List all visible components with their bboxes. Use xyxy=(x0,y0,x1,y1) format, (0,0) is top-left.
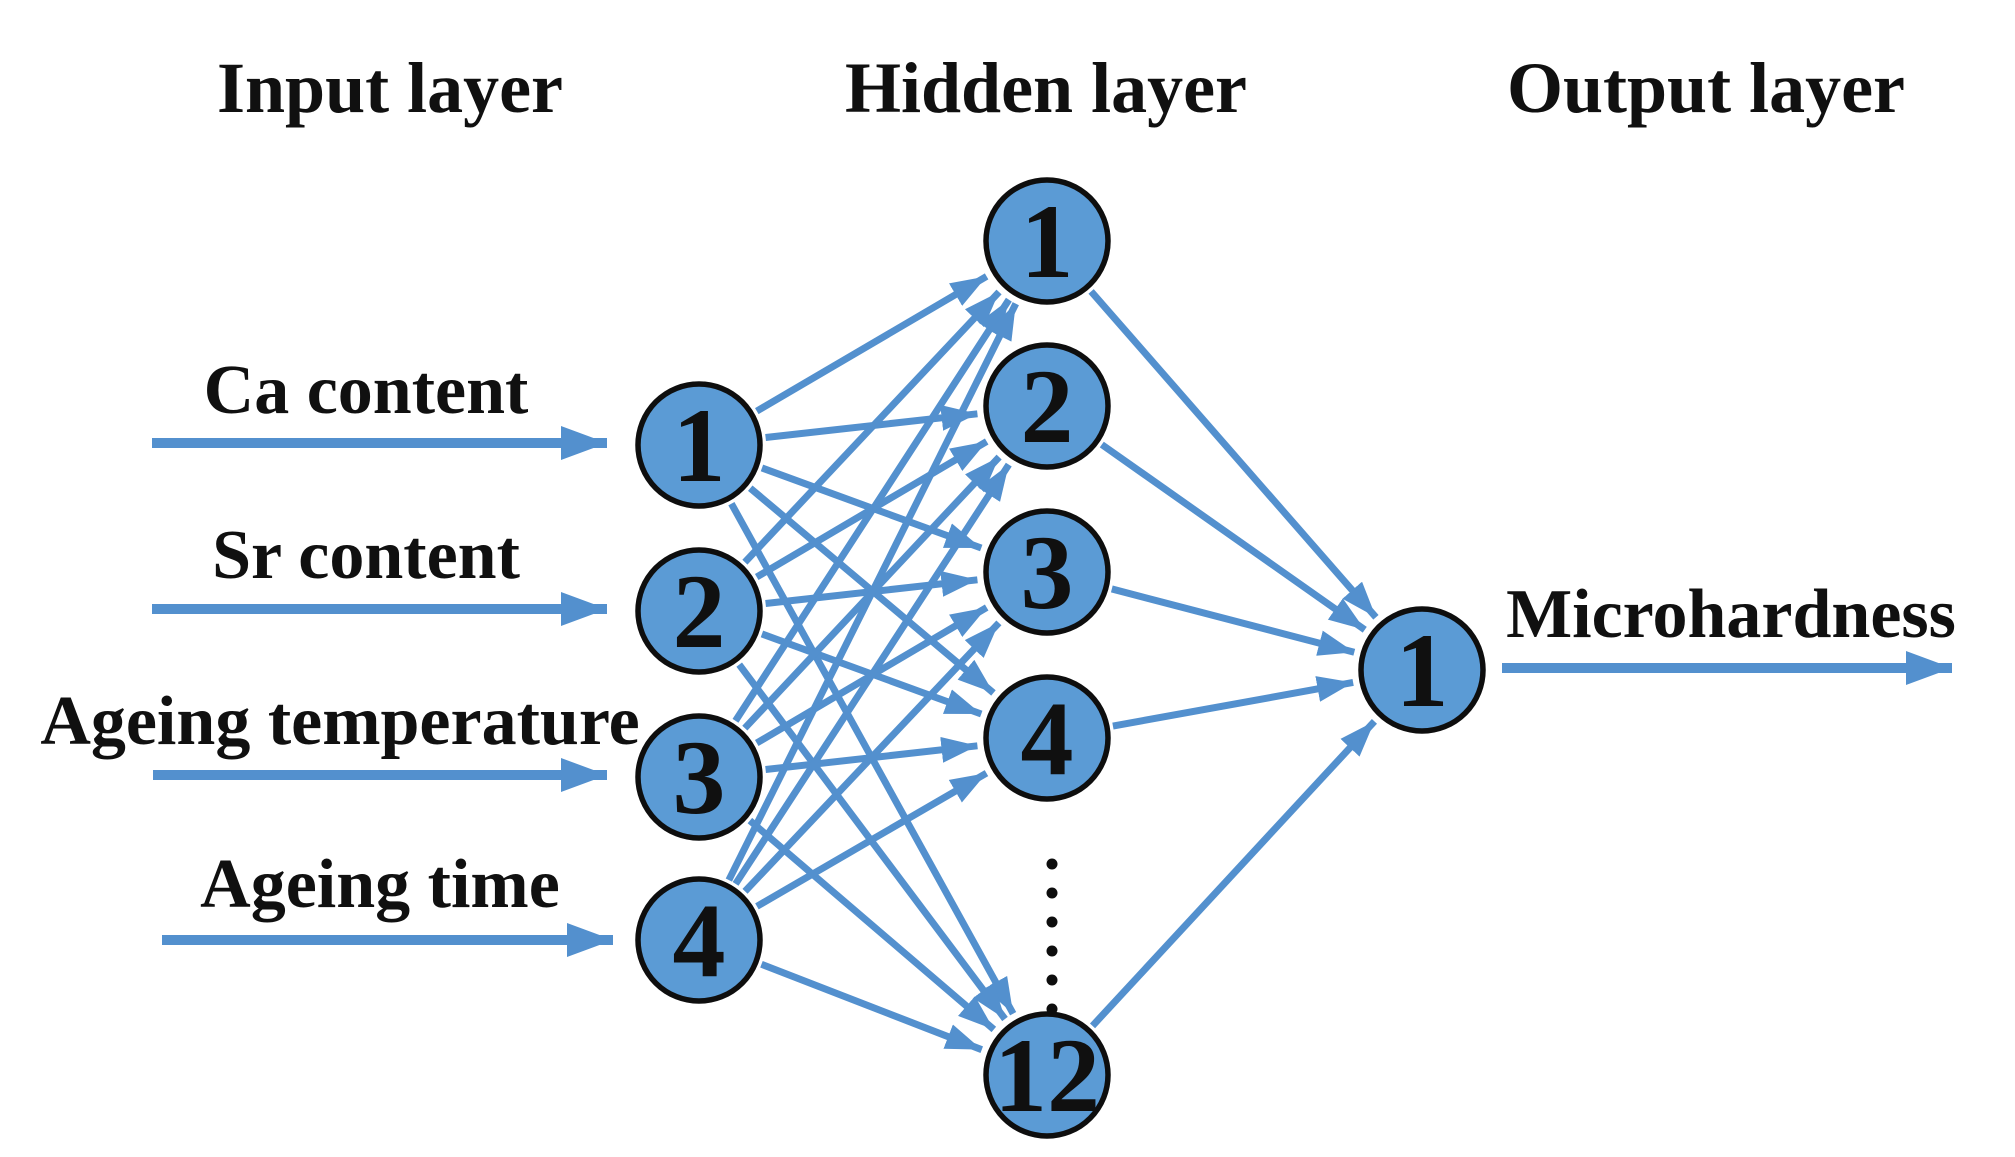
edge-input4-hidden2 xyxy=(732,462,1012,886)
input-node-3-numeral: 3 xyxy=(673,719,726,836)
edge-input4-hidden1 xyxy=(725,302,1019,882)
output-node-1-numeral: 1 xyxy=(1396,612,1449,729)
hidden-ellipsis-dot xyxy=(1046,916,1058,928)
hidden-node-4-numeral: 4 xyxy=(1021,680,1074,797)
input-node-1-circle xyxy=(635,381,763,509)
edge-input4-hidden3 xyxy=(742,620,1002,894)
input-node-1-numeral: 1 xyxy=(673,387,726,504)
edge-input4-hidden12 xyxy=(760,960,984,1053)
input-label-1: Ca content xyxy=(204,352,529,429)
input-node-2-numeral: 2 xyxy=(673,553,726,670)
output-label: Microhardness xyxy=(1506,576,1956,653)
input-node-4-numeral: 4 xyxy=(673,882,726,999)
input-node-2-circle xyxy=(635,547,763,675)
layer-title-hidden: Hidden layer xyxy=(845,48,1247,128)
input-node-4-circle xyxy=(635,876,763,1004)
layer-title-output: Output layer xyxy=(1507,48,1905,128)
input-node-3-circle xyxy=(635,713,763,841)
input-label-4: Ageing time xyxy=(200,846,560,923)
edge-input3-hidden12 xyxy=(747,817,997,1033)
hidden-node-3-numeral: 3 xyxy=(1021,514,1074,631)
input-label-3: Ageing temperature xyxy=(40,683,639,760)
hidden-node-4-circle xyxy=(983,674,1111,802)
hidden-ellipsis-dot xyxy=(1046,945,1058,957)
edge-input3-hidden1 xyxy=(732,297,1012,723)
hidden-ellipsis-dot xyxy=(1046,887,1058,899)
layer-title-input: Input layer xyxy=(217,48,563,128)
edge-hidden12-output1 xyxy=(1089,718,1378,1029)
edge-hidden3-output1 xyxy=(1110,585,1356,656)
hidden-node-12-circle xyxy=(983,1011,1111,1139)
edge-input2-hidden1 xyxy=(742,289,1002,565)
output-node-1-circle xyxy=(1358,606,1486,734)
hidden-ellipsis-dot xyxy=(1046,858,1058,870)
edge-hidden4-output1 xyxy=(1112,676,1354,730)
hidden-ellipsis-dot xyxy=(1046,1003,1058,1015)
hidden-node-12-numeral: 12 xyxy=(994,1017,1100,1134)
hidden-node-2-numeral: 2 xyxy=(1021,348,1074,465)
hidden-node-3-circle xyxy=(983,508,1111,636)
edge-input1-hidden1 xyxy=(755,273,989,415)
edge-input4-hidden4 xyxy=(755,770,989,910)
hidden-node-2-circle xyxy=(983,342,1111,470)
hidden-node-1-circle xyxy=(983,177,1111,305)
edge-hidden2-output1 xyxy=(1099,441,1367,633)
hidden-node-1-numeral: 1 xyxy=(1021,183,1074,300)
edge-hidden1-output1 xyxy=(1088,289,1379,620)
hidden-ellipsis-dot xyxy=(1046,974,1058,986)
input-label-2: Sr content xyxy=(212,517,520,594)
